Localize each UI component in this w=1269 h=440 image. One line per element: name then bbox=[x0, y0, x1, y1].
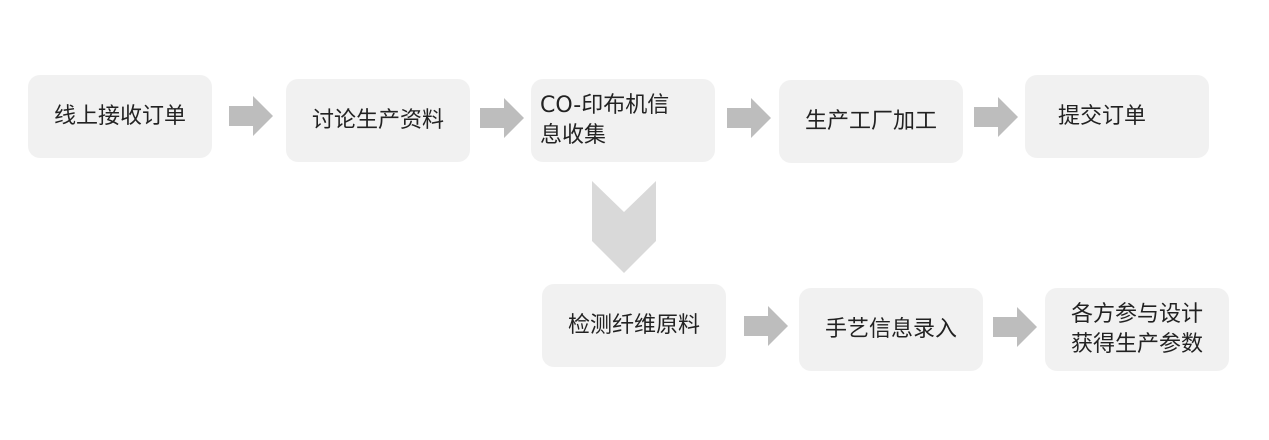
step-label: 提交订单 bbox=[1057, 103, 1146, 129]
step-label: CO-印布机信 息收集 bbox=[540, 92, 670, 148]
step-label: 线上接收订单 bbox=[53, 103, 186, 129]
step-label: 手艺信息录入 bbox=[824, 316, 957, 342]
step-box-discuss-materials: 讨论生产资料 bbox=[286, 79, 470, 162]
step-box-factory-processing: 生产工厂加工 bbox=[779, 80, 963, 163]
step-box-inspect-fiber: 检测纤维原料 bbox=[542, 284, 726, 367]
right-arrow-icon bbox=[993, 307, 1037, 347]
step-label: 讨论生产资料 bbox=[311, 107, 444, 133]
step-box-submit-order: 提交订单 bbox=[1025, 75, 1209, 158]
step-label: 检测纤维原料 bbox=[567, 312, 700, 338]
down-chevron-icon bbox=[592, 181, 656, 273]
right-arrow-icon bbox=[480, 98, 524, 138]
right-arrow-icon bbox=[229, 96, 273, 136]
right-arrow-icon bbox=[727, 98, 771, 138]
right-arrow-icon bbox=[974, 97, 1018, 137]
step-box-printer-info: CO-印布机信 息收集 bbox=[531, 79, 715, 162]
step-box-collaborative-design: 各方参与设计 获得生产参数 bbox=[1045, 288, 1229, 371]
right-arrow-icon bbox=[744, 306, 788, 346]
step-label: 各方参与设计 获得生产参数 bbox=[1070, 301, 1203, 357]
step-box-craft-info-entry: 手艺信息录入 bbox=[799, 288, 983, 371]
step-box-receive-order: 线上接收订单 bbox=[28, 75, 212, 158]
step-label: 生产工厂加工 bbox=[804, 108, 937, 134]
